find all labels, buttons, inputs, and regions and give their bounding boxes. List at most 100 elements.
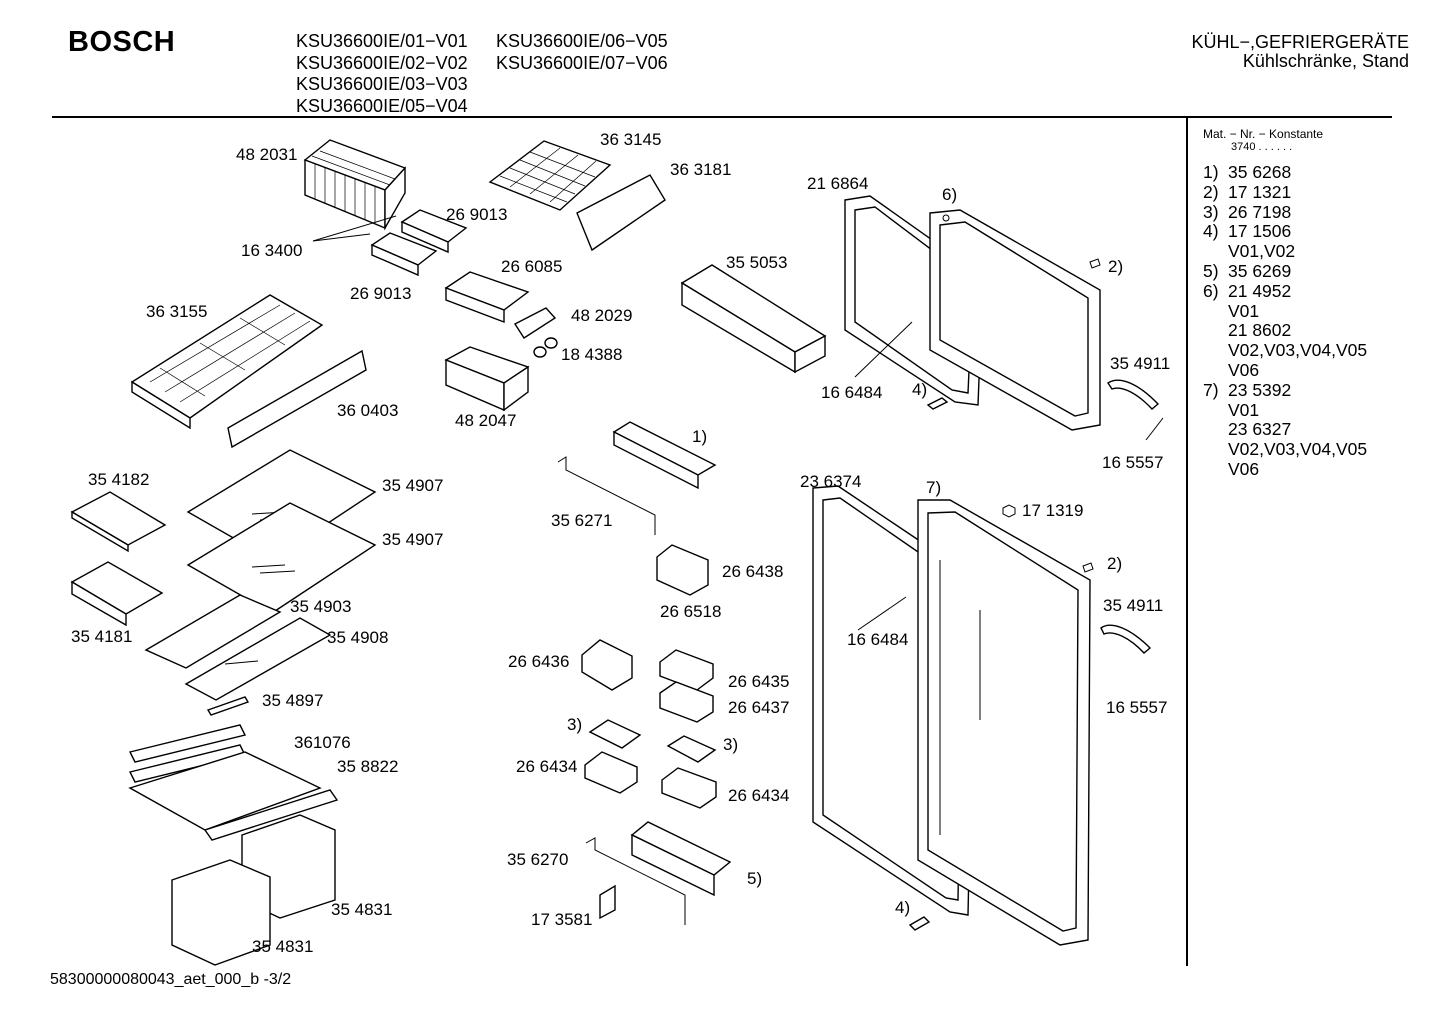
- part-label: 26 9013: [446, 205, 507, 224]
- part-label: 26 6437: [728, 698, 789, 717]
- shelf-frame-drawing: [144, 594, 282, 669]
- part-label: 35 4911: [1103, 596, 1163, 615]
- footnote-value: 17 1506: [1228, 221, 1292, 242]
- ice-tray-drawing: [312, 209, 468, 277]
- part-label: 35 6270: [507, 850, 568, 869]
- door-bin-drawing: [630, 821, 732, 897]
- leader-line: [857, 596, 907, 631]
- footnote-key: 1): [1203, 162, 1219, 182]
- footnote-value: 23 5392: [1228, 379, 1292, 400]
- part-label: 16 6484: [821, 383, 882, 402]
- footnote-value: V06: [1228, 458, 1260, 479]
- legend-title: Mat. − Nr. − Konstante: [1203, 127, 1324, 141]
- model-number: KSU36600IE/07−V06: [496, 52, 668, 73]
- footnote-value: V02,V03,V04,V05: [1228, 439, 1368, 460]
- footnote-value: 35 6268: [1228, 162, 1292, 182]
- part-label: 35 4831: [331, 900, 392, 919]
- footnote-row: 6)21 4952: [1203, 280, 1367, 302]
- part-label: 23 6374: [800, 472, 861, 491]
- part-label: 35 4181: [71, 627, 132, 646]
- drawer-shelf-drawing: [130, 294, 324, 430]
- crisper-cover-drawing: [128, 751, 322, 831]
- category-line-2: Kühlschränke, Stand: [1242, 50, 1409, 71]
- rail-wire-drawing: [585, 837, 686, 925]
- part-label: 16 5557: [1102, 453, 1163, 472]
- part-label: 36 0403: [337, 401, 398, 420]
- footnote-value: V01: [1228, 300, 1260, 321]
- footnote-key: [1203, 460, 1228, 480]
- door-handle-drawing: [1100, 624, 1152, 654]
- footnote-row: V01: [1203, 400, 1367, 421]
- cover-strip-drawing: [203, 789, 339, 841]
- note-marker: 4): [912, 380, 927, 399]
- part-label: 26 6438: [722, 562, 783, 581]
- small-bin-drawing: [584, 751, 638, 794]
- footnote-row: 1) 35 6268: [1203, 162, 1367, 183]
- door-rack-drawing: [680, 264, 827, 374]
- legend: Mat. − Nr. − Konstante 3740 . . . . . .: [1203, 127, 1323, 153]
- part-label: 26 6085: [501, 257, 562, 276]
- footnote-row: 2)17 1321: [1203, 181, 1367, 203]
- deep-tray-drawing: [70, 561, 164, 627]
- part-label: 35 8822: [337, 757, 398, 776]
- footnote-row: 5)35 6269: [1203, 261, 1367, 282]
- note-marker: 3): [723, 735, 738, 754]
- model-number: KSU36600IE/03−V03: [296, 74, 468, 94]
- part-label: 26 6435: [728, 672, 789, 691]
- hinge-icon: [1082, 562, 1094, 573]
- bottle-holder-drawing: [656, 544, 709, 596]
- category-line-1: KÜHL−,GEFRIERGERÄTE: [1191, 32, 1409, 52]
- small-bin-drawing: [581, 639, 633, 691]
- egg-tray-drawing: [588, 719, 717, 763]
- footnote-key: [1203, 361, 1228, 381]
- footnote-row: 3)26 7198: [1203, 202, 1367, 223]
- note-marker: 4): [895, 898, 910, 917]
- ice-basket-drawing: [303, 139, 407, 231]
- footnote-value: 21 8602: [1228, 320, 1292, 341]
- crisper-drawer-drawing: [171, 814, 336, 966]
- footnote-row: V02,V03,V04,V05: [1203, 340, 1367, 361]
- plug-drawing: [544, 337, 558, 349]
- rail-wire-drawing: [557, 456, 656, 535]
- footnote-row: V06: [1203, 458, 1367, 480]
- small-box-drawing: [444, 346, 530, 412]
- footnote-value: V06: [1228, 359, 1260, 380]
- brand-logo: BOSCH: [68, 26, 176, 58]
- model-number: KSU36600IE/02−V02: [296, 52, 468, 73]
- document-id: 58300000080043_aet_000_b: [50, 971, 260, 988]
- fridge-door-drawing: [812, 485, 1091, 946]
- part-label: 35 4897: [262, 691, 323, 710]
- screw-icon: [1002, 504, 1016, 518]
- footnote-row: 7) 23 5392: [1203, 379, 1367, 401]
- footnote-key: 2): [1203, 181, 1219, 202]
- small-bin-drawing: [659, 649, 714, 691]
- footnote-row: V01: [1203, 300, 1367, 322]
- cover-plate-drawing: [513, 307, 557, 339]
- part-label: 36 3155: [146, 302, 207, 321]
- hinge-cover-drawing: [926, 397, 949, 410]
- small-tray-drawing: [70, 491, 167, 553]
- part-label: 26 9013: [350, 284, 411, 303]
- footnote-row: V01,V02: [1203, 241, 1367, 262]
- note-marker: 7): [926, 478, 941, 497]
- footnote-row: 21 8602: [1203, 321, 1367, 341]
- part-label: 26 6436: [508, 652, 569, 671]
- hinge-icon: [1089, 258, 1101, 269]
- part-label: 17 1319: [1022, 501, 1083, 520]
- footnote-key: 6): [1203, 280, 1219, 301]
- note-marker: 2): [1108, 257, 1123, 276]
- header-rule: [52, 116, 1392, 118]
- part-label: 26 6434: [728, 786, 789, 805]
- footnote-row: 23 6327: [1203, 420, 1367, 440]
- footnote-key: 7): [1203, 379, 1219, 400]
- flat-plate-drawing: [576, 174, 666, 252]
- part-label: 35 4182: [88, 470, 149, 489]
- legend-constant: 3740 . . . . . .: [1231, 141, 1293, 153]
- part-label: 36 3181: [670, 160, 731, 179]
- footnote-key: 4): [1203, 221, 1219, 242]
- footnote-key: [1203, 420, 1228, 440]
- part-label: 26 6434: [516, 757, 577, 776]
- part-label: 16 6484: [847, 630, 908, 649]
- small-bin-drawing: [661, 767, 717, 809]
